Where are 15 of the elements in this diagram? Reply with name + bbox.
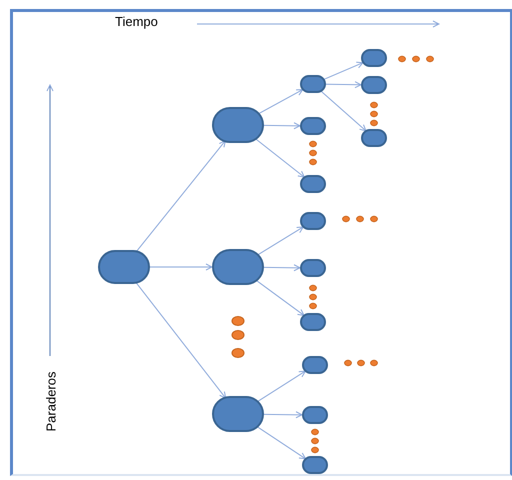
arrow [264, 122, 300, 130]
arrow [258, 89, 304, 114]
arrow [150, 264, 212, 270]
axis-label: Paraderos [44, 371, 58, 431]
arrow [135, 282, 226, 399]
axis-label: Tiempo [115, 15, 158, 28]
arrow [320, 90, 366, 132]
arrow [256, 226, 304, 256]
arrow [256, 426, 306, 460]
arrow [256, 370, 306, 402]
arrow [264, 264, 300, 272]
arrow [255, 280, 305, 316]
arrow [326, 81, 362, 88]
arrow [254, 138, 305, 178]
arrow [264, 411, 302, 418]
